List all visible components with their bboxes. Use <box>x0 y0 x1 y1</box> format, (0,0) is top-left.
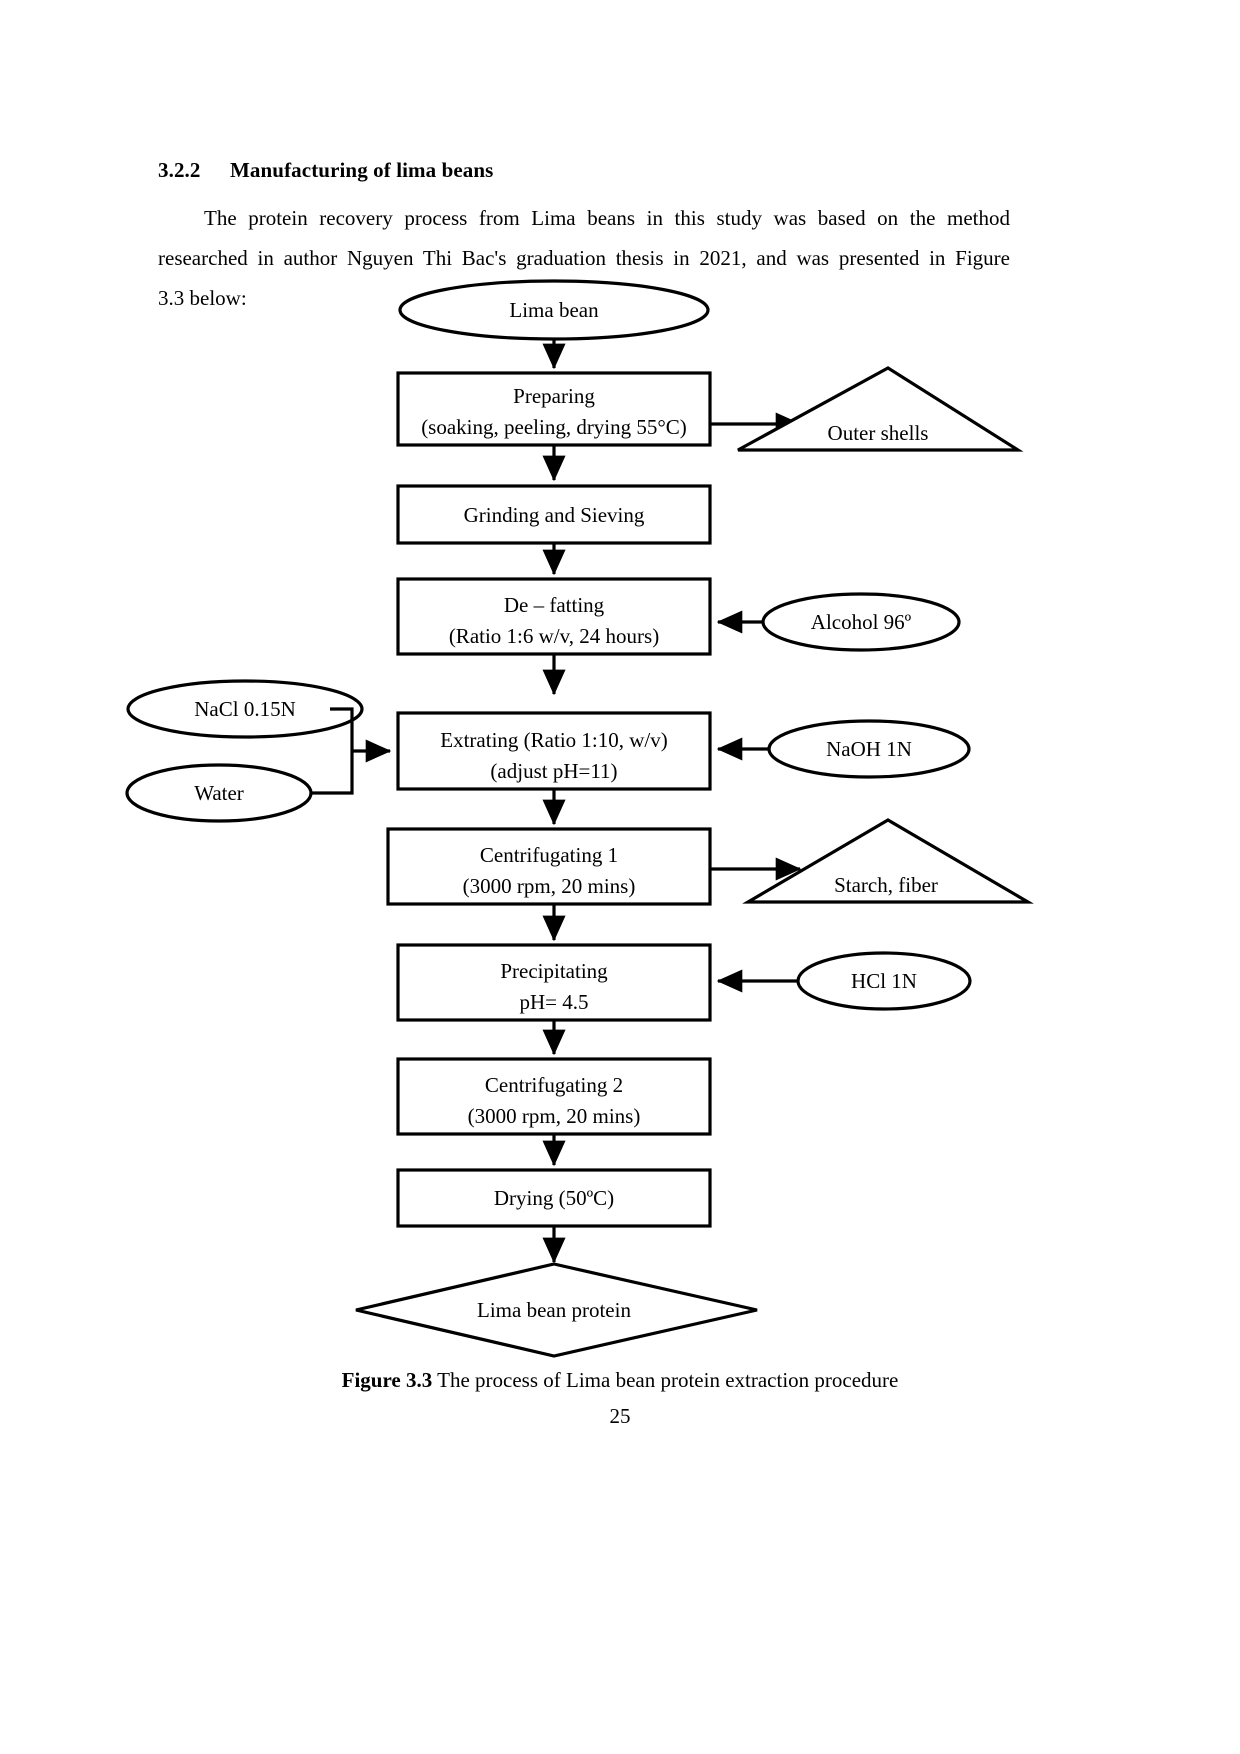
flow-node-extrating-label-1: Extrating (Ratio 1:10, w/v) <box>440 728 667 752</box>
paragraph-line-3: 3.3 below: <box>158 286 247 310</box>
flow-node-starch-fiber-label: Starch, fiber <box>834 873 938 897</box>
flow-node-extrating: Extrating (Ratio 1:10, w/v) (adjust pH=1… <box>396 711 712 791</box>
flow-node-naoh: NaOH 1N <box>767 719 971 779</box>
flow-node-precipitating-label-2: pH= 4.5 <box>519 990 588 1014</box>
flow-node-precipitating: Precipitating pH= 4.5 <box>396 943 712 1022</box>
flow-node-preparing-label-2: (soaking, peeling, drying 55°C) <box>421 415 687 439</box>
flow-node-water: Water <box>125 763 313 823</box>
flow-node-centrifugating2-label-1: Centrifugating 2 <box>485 1073 623 1097</box>
flow-node-centrifugating1-label-2: (3000 rpm, 20 mins) <box>463 874 636 898</box>
paragraph-line-2: researched in author Nguyen Thi Bac's gr… <box>158 246 1010 270</box>
flow-node-starch-fiber: Starch, fiber <box>742 818 1034 904</box>
figure-caption-text: The process of Lima bean protein extract… <box>437 1368 899 1392</box>
flow-node-precipitating-label-1: Precipitating <box>500 959 608 983</box>
flow-node-grinding-label: Grinding and Sieving <box>464 503 645 527</box>
flow-node-outer-shells-label: Outer shells <box>828 421 929 445</box>
flow-node-water-label: Water <box>194 781 244 805</box>
flow-node-centrifugating1: Centrifugating 1 (3000 rpm, 20 mins) <box>386 827 712 906</box>
section-number: 3.2.2 <box>158 158 201 182</box>
flow-node-drying: Drying (50ºC) <box>396 1168 712 1228</box>
flow-node-defatting-label-1: De – fatting <box>504 593 605 617</box>
flow-node-grinding: Grinding and Sieving <box>396 484 712 545</box>
page-number: 25 <box>609 1404 631 1428</box>
figure-caption-label: Figure 3.3 <box>341 1368 433 1392</box>
flow-node-alcohol: Alcohol 96º <box>761 592 961 652</box>
flow-node-preparing: Preparing (soaking, peeling, drying 55°C… <box>396 371 712 447</box>
flow-node-start-lima-bean: Lima bean <box>398 279 710 341</box>
flow-node-centrifugating2: Centrifugating 2 (3000 rpm, 20 mins) <box>396 1057 712 1136</box>
flow-node-start-label: Lima bean <box>509 298 599 322</box>
figure-3-3-flowchart: Lima bean Preparing (soaking, peeling, d… <box>0 272 1240 1372</box>
flow-node-alcohol-label: Alcohol 96º <box>811 610 912 634</box>
flow-node-outer-shells: Outer shells <box>737 366 1024 452</box>
flow-node-nacl: NaCl 0.15N <box>126 679 364 739</box>
flow-node-defatting: De – fatting (Ratio 1:6 w/v, 24 hours) <box>396 577 712 656</box>
flow-node-centrifugating1-label-1: Centrifugating 1 <box>480 843 618 867</box>
flow-node-hcl-label: HCl 1N <box>851 969 917 993</box>
figure-caption: Figure 3.3 The process of Lima bean prot… <box>0 1368 1240 1393</box>
paragraph-line-1: The protein recovery process from Lima b… <box>204 206 1010 230</box>
section-heading: 3.2.2 Manufacturing of lima beans <box>158 158 493 183</box>
flow-node-extrating-label-2: (adjust pH=11) <box>490 759 617 783</box>
flow-node-nacl-label: NaCl 0.15N <box>194 697 296 721</box>
flow-node-end-lima-bean-protein: Lima bean protein <box>355 1262 758 1358</box>
flow-node-defatting-label-2: (Ratio 1:6 w/v, 24 hours) <box>449 624 659 648</box>
flow-node-hcl: HCl 1N <box>796 951 972 1011</box>
flow-node-drying-label: Drying (50ºC) <box>494 1186 614 1210</box>
section-title: Manufacturing of lima beans <box>230 158 494 182</box>
flow-node-end-label: Lima bean protein <box>477 1298 631 1322</box>
flow-node-naoh-label: NaOH 1N <box>826 737 912 761</box>
body-paragraph: The protein recovery process from Lima b… <box>158 198 1010 318</box>
flow-node-centrifugating2-label-2: (3000 rpm, 20 mins) <box>468 1104 641 1128</box>
flow-node-preparing-label-1: Preparing <box>513 384 595 408</box>
